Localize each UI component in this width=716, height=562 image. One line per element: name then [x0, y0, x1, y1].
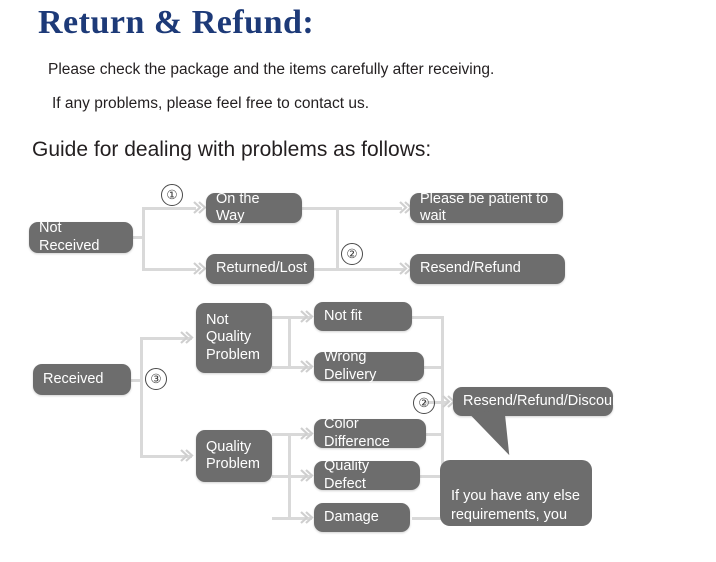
- node-not-quality-problem[interactable]: Not Quality Problem: [196, 303, 272, 373]
- arrow-to-quality-problem: [180, 448, 194, 463]
- step-label: ①: [166, 188, 178, 202]
- step-label: ②: [346, 247, 358, 261]
- connector-returned-out: [314, 268, 404, 271]
- arrow-to-damage: [300, 510, 314, 525]
- connector-received-stem: [131, 379, 143, 382]
- arrow-to-not-fit: [300, 309, 314, 324]
- step-marker-3: ③: [145, 368, 167, 390]
- node-received[interactable]: Received: [33, 364, 131, 395]
- node-resend-refund[interactable]: Resend/Refund: [410, 254, 565, 284]
- connector-to-not-quality: [140, 337, 192, 340]
- arrow-to-returned-lost: [193, 261, 207, 276]
- node-quality-defect[interactable]: Quality Defect: [314, 458, 420, 492]
- node-not-received[interactable]: Not Received: [29, 220, 133, 254]
- arrow-to-quality-defect: [300, 468, 314, 483]
- node-resend-refund-discount[interactable]: Resend/Refund/Discount: [453, 387, 624, 416]
- collector-not-fit: [412, 316, 444, 319]
- collector-color-difference: [412, 433, 444, 436]
- connector-to-wrong-delivery: [272, 366, 312, 369]
- node-label: Damage: [324, 508, 379, 525]
- node-label: Not Received: [39, 220, 100, 254]
- connector-on-the-way-out: [302, 207, 402, 210]
- connector-not-received-stem: [133, 236, 145, 239]
- connector-not-received-split: [142, 207, 145, 271]
- node-label: Wrong Delivery: [324, 349, 377, 383]
- step-label: ②: [418, 396, 430, 410]
- node-label: Quality Problem: [206, 438, 260, 472]
- return-refund-infographic: Return & Refund: Please check the packag…: [29, 4, 624, 560]
- connector-to-on-the-way: [142, 207, 196, 210]
- node-quality-problem[interactable]: Quality Problem: [196, 430, 272, 482]
- page-title: Return & Refund:: [38, 4, 315, 41]
- collector-wrong-delivery: [412, 366, 444, 369]
- node-label: Resend/Refund/Discount: [463, 392, 625, 409]
- node-wrong-delivery[interactable]: Wrong Delivery: [314, 349, 424, 383]
- connector-to-damage: [272, 517, 312, 520]
- arrow-to-wrong-delivery: [300, 359, 314, 374]
- node-returned-lost[interactable]: Returned/Lost: [206, 254, 314, 284]
- step-marker-2-top: ②: [341, 243, 363, 265]
- connector-to-color-difference: [272, 433, 312, 436]
- arrow-to-not-quality-problem: [180, 330, 194, 345]
- guide-heading: Guide for dealing with problems as follo…: [32, 138, 432, 161]
- node-label: Received: [43, 370, 104, 387]
- instruction-line-1: Please check the package and the items c…: [48, 61, 495, 78]
- node-damage[interactable]: Damage: [314, 503, 410, 532]
- node-please-be-patient-to-wait[interactable]: Please be patient to wait: [410, 190, 563, 224]
- connector-to-not-fit: [272, 316, 312, 319]
- arrow-to-on-the-way: [193, 200, 207, 215]
- connector-ontheway-down: [336, 207, 339, 269]
- node-label: Resend/Refund: [420, 260, 521, 277]
- node-label: On the Way: [216, 190, 260, 224]
- node-label: Quality Defect: [324, 458, 370, 492]
- step-label: ③: [150, 372, 162, 386]
- step-marker-1: ①: [161, 184, 183, 206]
- instruction-line-2: If any problems, please feel free to con…: [52, 95, 370, 112]
- connector-to-quality-defect: [272, 475, 312, 478]
- node-label: Not Quality Problem: [206, 312, 260, 363]
- collector-damage: [412, 517, 444, 520]
- node-label: Please be patient to wait: [420, 190, 549, 224]
- connector-notquality-split: [288, 316, 291, 367]
- node-on-the-way[interactable]: On the Way: [206, 190, 302, 224]
- connector-to-quality: [140, 455, 192, 458]
- connector-received-split: [140, 337, 143, 458]
- node-label: Color Difference: [324, 416, 390, 450]
- callout-bubble: If you have any else requirements, you c…: [440, 460, 592, 560]
- collector-quality-defect: [412, 475, 444, 478]
- connector-bus-to-discount: [424, 401, 448, 404]
- arrow-to-color-difference: [300, 426, 314, 441]
- callout-text: If you have any else requirements, you c…: [451, 487, 580, 561]
- node-not-fit[interactable]: Not fit: [314, 302, 412, 331]
- collector-bus: [441, 316, 444, 517]
- connector-to-returned-lost: [142, 268, 196, 271]
- node-label: Not fit: [324, 307, 362, 324]
- callout-tail-icon: [452, 409, 510, 461]
- node-label: Returned/Lost: [216, 260, 308, 277]
- node-color-difference[interactable]: Color Difference: [314, 416, 426, 450]
- step-marker-2-bottom: ②: [413, 392, 435, 414]
